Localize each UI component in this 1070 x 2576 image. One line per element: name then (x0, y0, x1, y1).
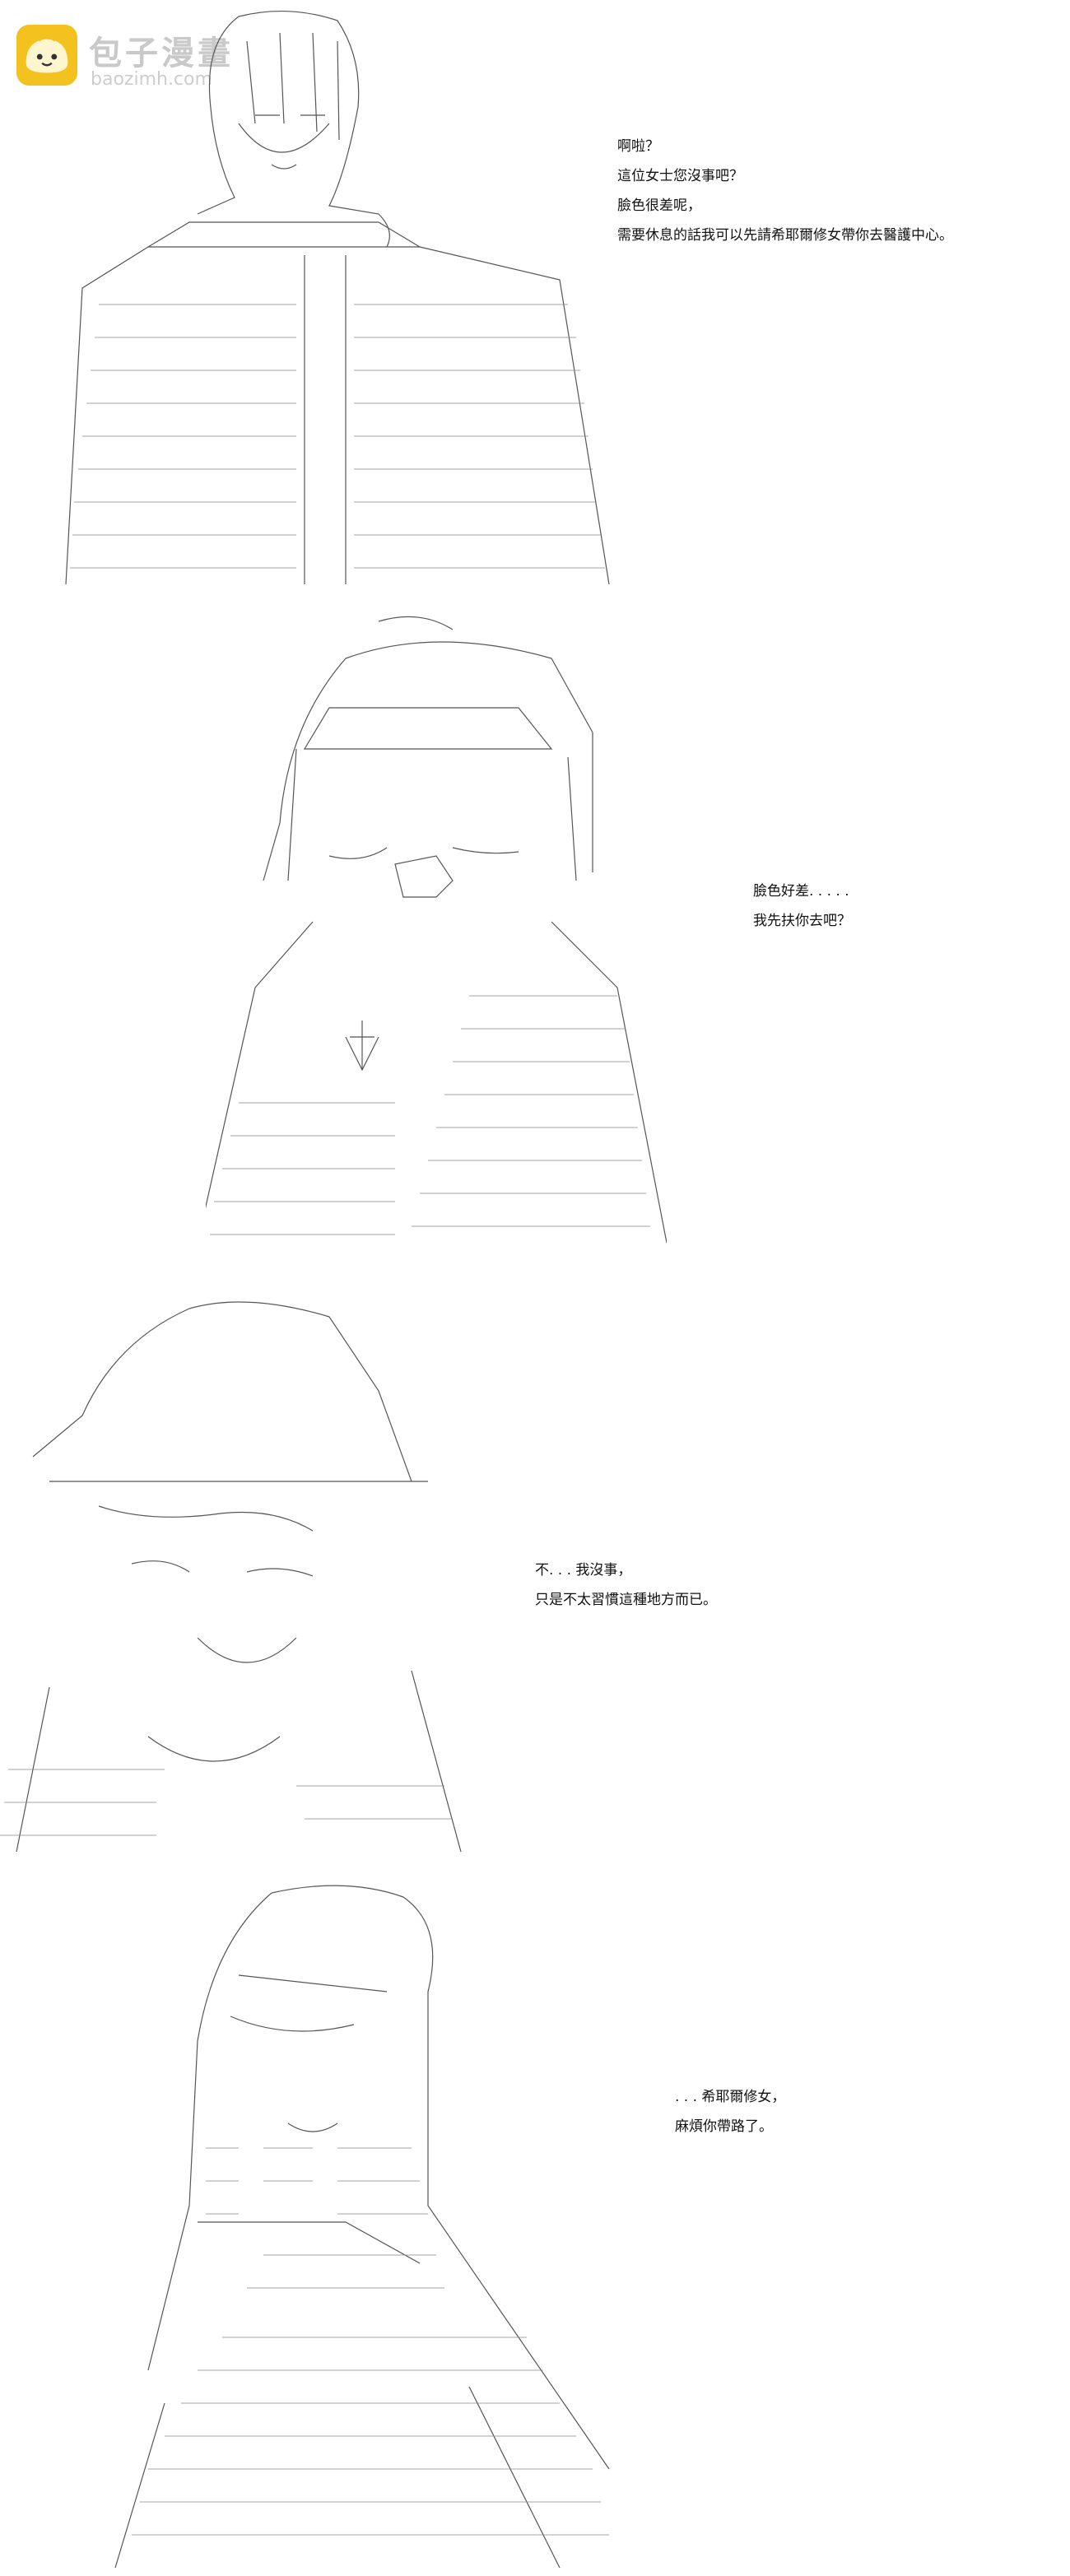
panel-4: . . . 希耶爾修女， 麻煩你帶路了。 (0, 1868, 1070, 2576)
dialogue-line: 只是不太習慣這種地方而已。 (535, 1592, 717, 1608)
dialogue-line: 啊啦？ (617, 138, 659, 155)
panel-1-dialogue: 啊啦？ 這位女士您沒事吧？ 臉色很差呢， 需要休息的話我可以先請希耶爾修女帶你去… (617, 132, 953, 250)
panel-3-dialogue: 不. . . 我沒事， 只是不太習慣這種地方而已。 (535, 1555, 717, 1615)
panel-2-dialogue: 臉色好差. . . . . 我先扶你去吧？ (753, 876, 851, 936)
ascii-art-nun-portrait (33, 8, 634, 584)
dialogue-line: 臉色很差呢， (617, 198, 701, 214)
dialogue-line: 我先扶你去吧？ (753, 913, 851, 929)
dialogue-line: 不. . . 我沒事， (535, 1562, 632, 1579)
panel-3: 不. . . 我沒事， 只是不太習慣這種地方而已。 (0, 1284, 1070, 1860)
dialogue-line: 臉色好差. . . . . (753, 883, 849, 900)
ascii-art-nun-worried (206, 609, 667, 1259)
ascii-art-woman-hand-on-chest (0, 1292, 469, 1852)
bun-logo-icon (16, 24, 78, 86)
panel-4-dialogue: . . . 希耶爾修女， 麻煩你帶路了。 (675, 2082, 785, 2141)
ascii-art-girl-long-hair (99, 1876, 691, 2568)
panel-1: 啊啦？ 這位女士您沒事吧？ 臉色很差呢， 需要休息的話我可以先請希耶爾修女帶你去… (0, 0, 1070, 593)
dialogue-line: . . . 希耶爾修女， (675, 2089, 786, 2105)
watermark: 包子漫畫 baozimh.com (15, 23, 245, 97)
dialogue-line: 這位女士您沒事吧？ (617, 168, 743, 184)
watermark-site-name: 包子漫畫 (89, 35, 234, 72)
panel-2: 臉色好差. . . . . 我先扶你去吧？ (0, 601, 1070, 1276)
dialogue-line: 需要休息的話我可以先請希耶爾修女帶你去醫護中心。 (617, 227, 953, 244)
watermark-site-url: baozimh.com (91, 69, 212, 90)
dialogue-line: 麻煩你帶路了。 (675, 2118, 773, 2135)
